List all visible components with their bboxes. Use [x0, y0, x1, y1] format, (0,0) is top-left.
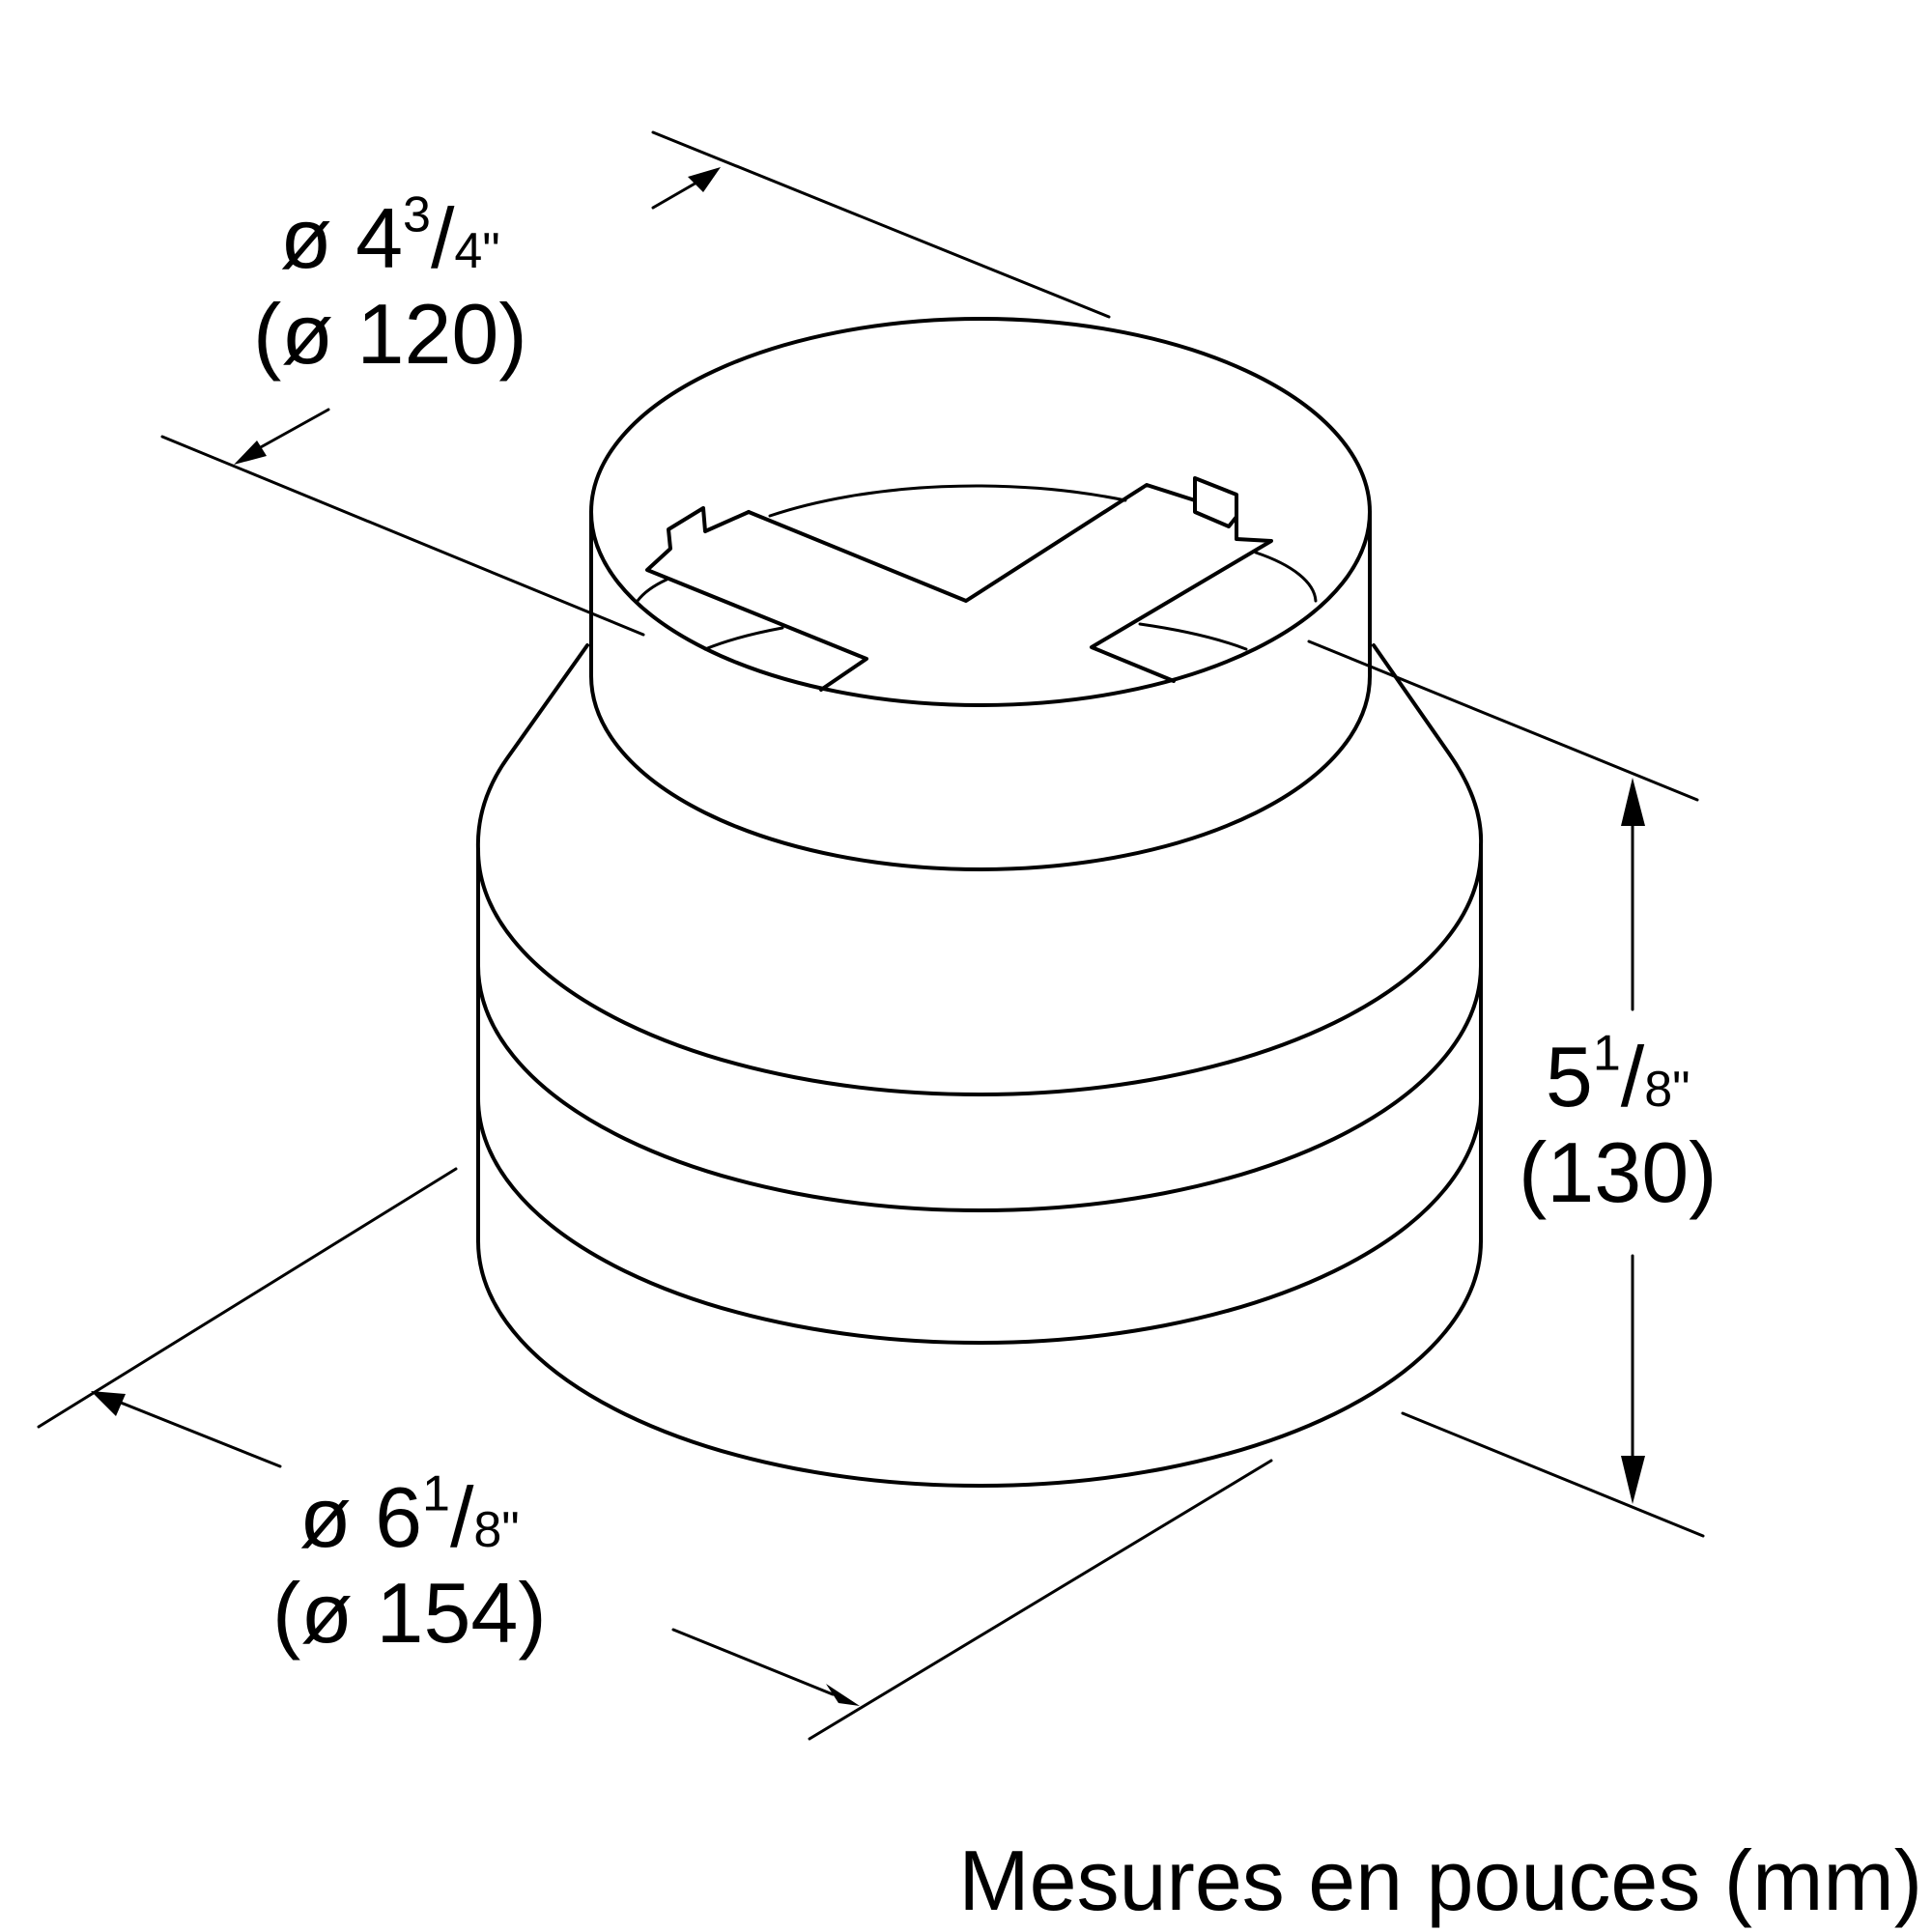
bottom-arrow-right	[826, 1684, 860, 1706]
bottom-diameter-numerator: 1	[422, 1465, 450, 1522]
inner-ring-right	[1254, 551, 1318, 603]
height-arrow-down	[1621, 1456, 1645, 1504]
upper-rib-arc	[476, 848, 1483, 1096]
bottom-diameter-denominator: 8"	[473, 1502, 520, 1558]
top-extension-line-lower	[160, 435, 645, 637]
lower-rib-arc	[476, 1096, 1483, 1345]
bottom-extension-line-left	[37, 1167, 458, 1429]
bottom-body	[476, 843, 1483, 1488]
top-diameter-numerator: 3	[403, 186, 431, 243]
cone-left-edge	[475, 643, 589, 852]
right-latch	[1193, 476, 1238, 519]
bottom-diameter-metric: (ø 154)	[272, 1564, 547, 1661]
height-numerator: 1	[1592, 1025, 1621, 1082]
height-extension-line-top	[1307, 639, 1699, 802]
damper-crossbar	[636, 476, 1318, 692]
top-diameter-metric: (ø 120)	[253, 285, 527, 382]
units-caption: Mesures en pouces (mm)	[958, 1833, 1922, 1928]
top-arrow-lower	[234, 440, 267, 465]
crossbar-left-arm	[645, 506, 868, 692]
inner-ring-back	[768, 484, 1127, 518]
crossbar-center	[747, 498, 1124, 603]
height-label: 51/8" (130)	[1519, 1025, 1718, 1220]
top-leader-lower	[257, 408, 330, 450]
height-metric: (130)	[1519, 1123, 1718, 1220]
cone-right-edge	[1372, 643, 1484, 847]
top-extension-line-upper	[651, 130, 1111, 319]
base-arc	[476, 1239, 1483, 1488]
top-diameter-denominator: 4"	[454, 223, 500, 279]
top-collar	[589, 317, 1372, 871]
height-denominator: 8"	[1644, 1062, 1690, 1118]
top-arrow-upper	[688, 167, 721, 192]
bottom-extension-line-right	[808, 1459, 1273, 1741]
top-diameter-imperial: ø 43/4"	[279, 186, 500, 286]
middle-rib-arc	[476, 964, 1483, 1212]
inner-ring-front-right	[1138, 622, 1248, 651]
height-extension-line-bottom	[1401, 1411, 1705, 1538]
crossbar-right-arm	[1090, 483, 1273, 683]
inner-ring-front-left	[703, 626, 784, 651]
inner-ring-left	[636, 578, 668, 603]
top-diameter-label: ø 43/4" (ø 120)	[253, 186, 527, 382]
bottom-diameter-label: ø 61/8" (ø 154)	[272, 1465, 547, 1661]
height-imperial: 51/8"	[1545, 1025, 1690, 1124]
bottom-diameter-imperial: ø 61/8"	[298, 1465, 520, 1565]
bottom-arrow-left	[91, 1391, 126, 1416]
top-diameter-dimension	[160, 130, 1111, 637]
bottom-leader-right	[671, 1628, 835, 1696]
transition-cone	[475, 643, 1484, 852]
bottom-leader-left	[119, 1401, 282, 1468]
height-dimension	[1307, 639, 1705, 1538]
bottom-diameter-dimension	[37, 1167, 1273, 1741]
height-arrow-up	[1621, 778, 1645, 826]
top-collar-base-arc	[589, 674, 1372, 871]
